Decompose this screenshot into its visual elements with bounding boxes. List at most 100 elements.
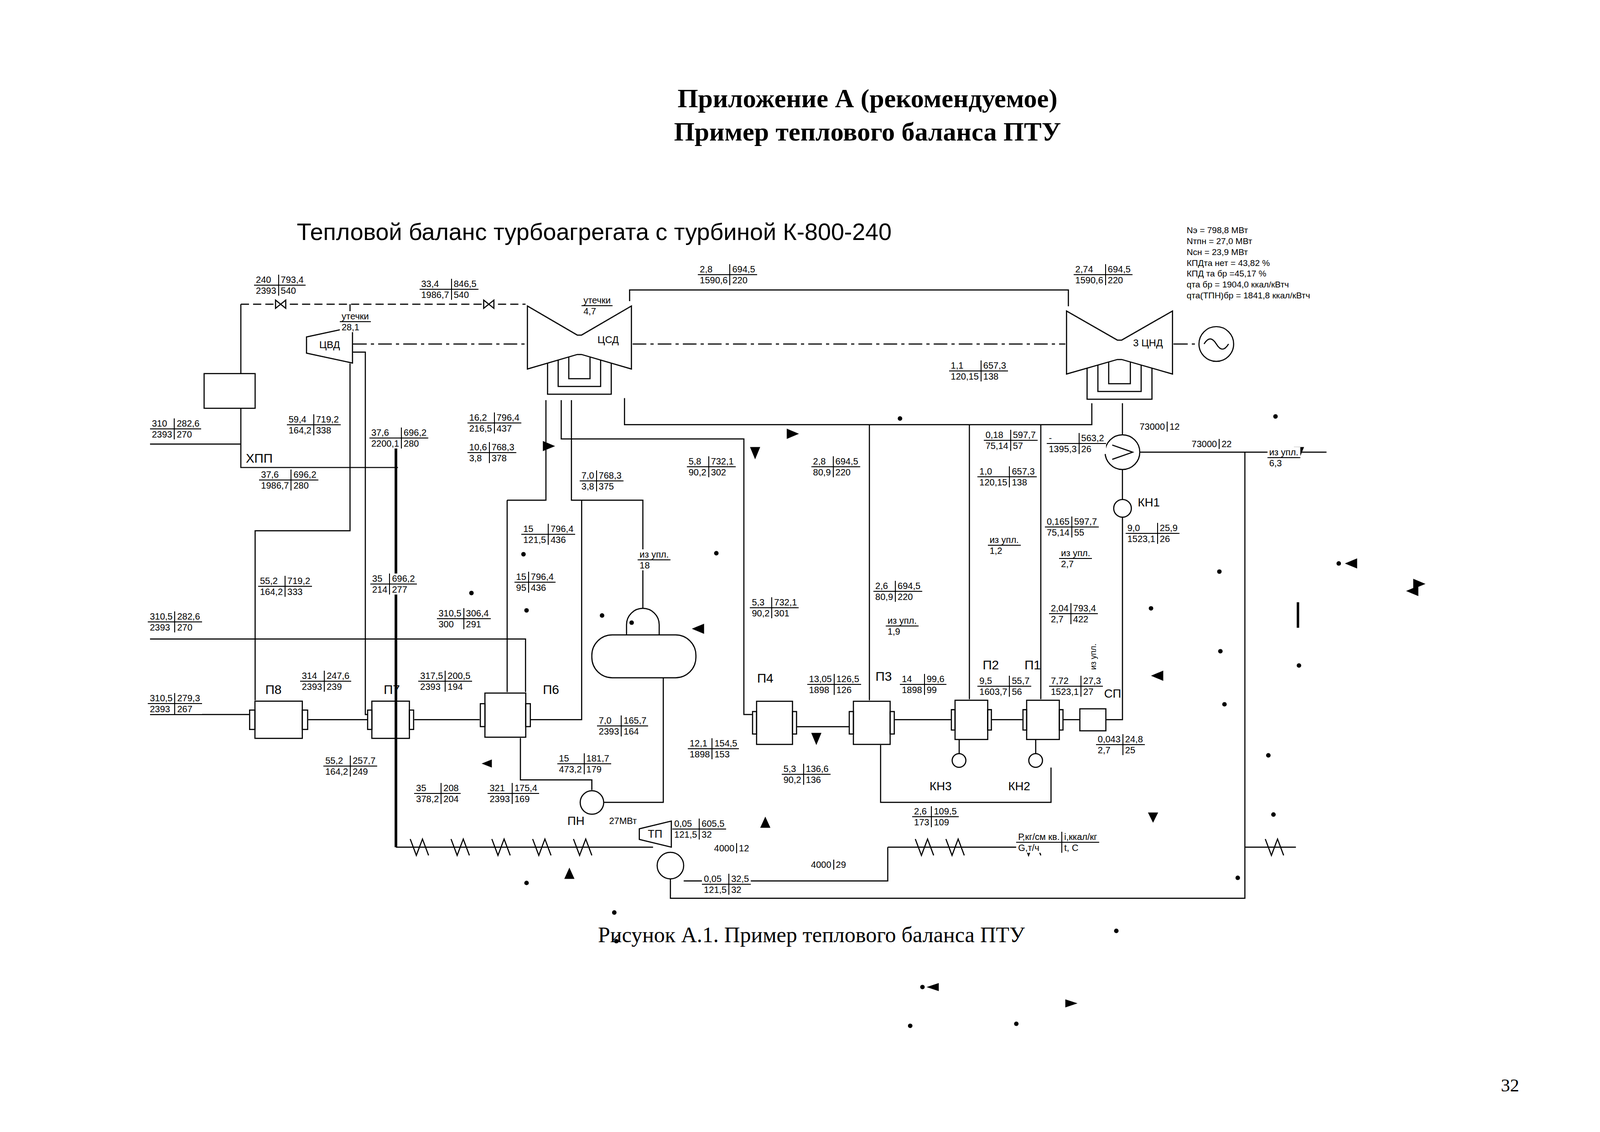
- pump-circle: КН2: [1028, 753, 1043, 768]
- parameter-value: 12,1: [687, 737, 713, 749]
- node-outline: [1022, 699, 1064, 741]
- parameter-value: 181,7: [584, 753, 612, 764]
- parameter-value: 793,4: [1071, 602, 1098, 614]
- text-label: Nэ = 798,8 МВт: [1185, 225, 1249, 236]
- parameter-value: 57: [1011, 440, 1038, 451]
- parameter-value: 257,7: [350, 755, 378, 767]
- node-label: П4: [757, 671, 774, 686]
- turbine-cylinder: ЦСД: [526, 301, 633, 399]
- pipe-connector: [958, 739, 961, 754]
- text-label: 27МВт: [607, 815, 638, 826]
- parameter-value: 310: [150, 418, 176, 430]
- parameter-value: 3,8: [579, 481, 598, 492]
- parameter-value: 333: [285, 586, 312, 597]
- parameter-value: 2393: [597, 726, 623, 737]
- parameter-value: 240: [254, 274, 280, 286]
- flow-parameter-table: 0,04324,82,725: [1096, 733, 1145, 755]
- text-label: КПДта нет = 43,82 %: [1185, 258, 1271, 269]
- parameter-value: 605,5: [699, 818, 727, 830]
- parameter-value: 378,2: [414, 793, 442, 804]
- parameter-value: i,ккал/кг: [1062, 831, 1099, 843]
- parameter-value: 153: [712, 748, 739, 759]
- node-label: КН1: [1137, 495, 1160, 510]
- parameter-value: 5,3: [781, 763, 805, 775]
- parameter-value: 32: [729, 884, 751, 895]
- text-label: Nсн = 23,9 МВт: [1185, 247, 1249, 258]
- node-outline: [579, 789, 605, 815]
- flow-parameter-table: 321175,42393169: [487, 782, 540, 804]
- parameter-value: -: [1046, 432, 1080, 444]
- parameter-value: 9,5: [977, 675, 1010, 687]
- parameter-value: 12: [737, 842, 751, 853]
- parameter-value: 375: [597, 481, 624, 492]
- node-label: КН2: [1007, 779, 1030, 793]
- heater-box: П8: [249, 700, 309, 739]
- parameter-value: 436: [548, 534, 576, 545]
- text-label: qта(ТПН)бр = 1841,8 ккал/кВтч: [1185, 290, 1312, 301]
- parameter-value: 55,7: [1009, 675, 1032, 687]
- parameter-value: 422: [1071, 613, 1098, 624]
- parameter-value: 164,2: [286, 425, 315, 436]
- parameter-value: 249: [350, 766, 378, 777]
- flow-parameter-table: 1,1657,3120,15138: [949, 360, 1008, 382]
- flow-parameter-table: 12,1154,51898153: [687, 737, 740, 759]
- parameter-value: 9,0: [1125, 522, 1159, 534]
- parameter-value: 2,04: [1049, 602, 1072, 614]
- parameter-value: Р,кг/см кв.: [1016, 831, 1063, 843]
- parameter-value: из упл.: [1059, 547, 1092, 559]
- flow-parameter-table: 2,6109,5173109: [912, 805, 959, 827]
- parameter-value: 0,05: [701, 873, 730, 885]
- text-label: КПД та бр =45,17 %: [1185, 268, 1268, 279]
- parameter-value: 247,6: [324, 670, 352, 682]
- node-label: П6: [542, 682, 560, 697]
- parameter-value: 2393: [418, 681, 446, 692]
- parameter-value: 694,5: [895, 580, 923, 592]
- parameter-value: 0,043: [1096, 733, 1124, 745]
- flow-parameter-table: 0,18597,775,1457: [983, 429, 1038, 451]
- parameter-value: 1395,3: [1046, 443, 1080, 454]
- page-title: Приложение А (рекомендуемое) Пример тепл…: [639, 82, 1096, 149]
- parameter-value: 437: [494, 423, 522, 434]
- parameter-value: 597,7: [1011, 429, 1038, 441]
- parameter-value: 540: [451, 289, 479, 300]
- parameter-value: t, С: [1062, 842, 1099, 853]
- flow-parameter-table: 35696,2214277: [370, 573, 417, 595]
- pump-circle: КН3: [951, 753, 967, 768]
- parameter-value: 37,6: [259, 469, 292, 481]
- flow-parameter-table: -563,21395,326: [1046, 432, 1106, 454]
- parameter-value: 1986,7: [259, 480, 292, 491]
- parameter-value: 436: [529, 582, 556, 593]
- pipe-connector: [353, 343, 527, 345]
- parameter-value: 25: [1123, 744, 1145, 755]
- heater-box: П7: [367, 700, 415, 739]
- parameter-value: 846,5: [451, 278, 479, 290]
- flow-parameter-table: 55,2719,2164,2333: [258, 575, 312, 597]
- parameter-value: 317,5: [418, 670, 446, 682]
- parameter-value: 164: [621, 726, 649, 737]
- flow-parameter-table: 10,6768,33,8378: [467, 441, 517, 463]
- node-label: ПН: [567, 814, 585, 828]
- flow-parameter-table: 35208378,2204: [414, 782, 461, 804]
- parameter-value: 12: [1167, 421, 1182, 432]
- parameter-value: 321: [487, 782, 513, 794]
- parameter-value: 73000: [1137, 421, 1169, 432]
- parameter-value: 121,5: [672, 829, 700, 840]
- node-label: КН3: [929, 779, 952, 793]
- parameter-value: 694,5: [1106, 264, 1133, 276]
- parameter-value: 338: [314, 425, 341, 436]
- parameter-value: 2393: [150, 429, 176, 440]
- flow-parameter-table: 2,8694,580,9220: [811, 456, 861, 478]
- flow-parameter-table: 59,4719,2164,2338: [286, 414, 341, 436]
- parameter-value: 90,2: [686, 467, 710, 478]
- parameter-value: 473,2: [557, 763, 585, 775]
- pipe-connector: [520, 737, 593, 790]
- parameter-value: 540: [279, 285, 306, 296]
- node-outline: [1028, 753, 1043, 768]
- node-label: ЦСД: [597, 334, 619, 346]
- parameter-value: 16,2: [467, 412, 495, 424]
- flow-parameter-table: 314247,62393239: [300, 670, 352, 692]
- parameter-value: 2393: [147, 703, 176, 714]
- parameter-value: 109,5: [931, 805, 959, 817]
- parameter-value: 2,7: [1059, 558, 1092, 569]
